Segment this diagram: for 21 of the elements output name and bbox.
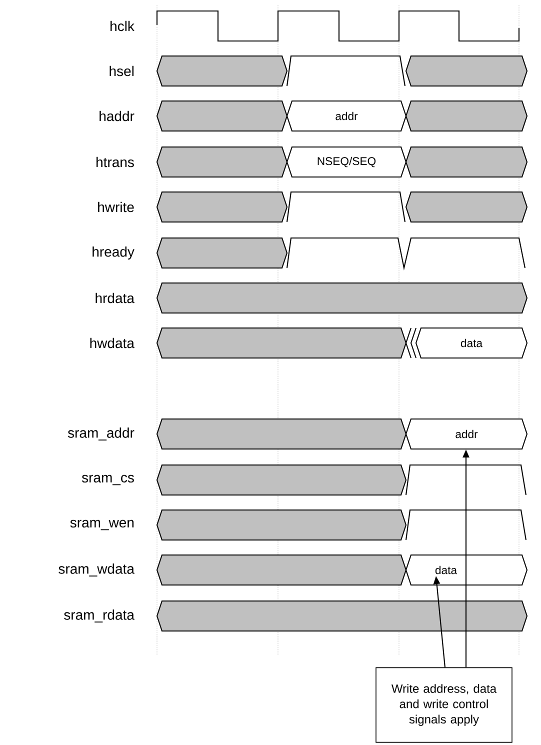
signal-name: sram_rdata [64, 610, 134, 622]
signal-name: hsel [110, 66, 134, 76]
node-label: addr [456, 430, 478, 438]
bus-segment: addr [405, 418, 528, 450]
bus-segment: data [415, 327, 528, 359]
signal-name: htrans [96, 156, 134, 168]
signal-name: hrdata [96, 292, 134, 304]
signal-name: sram_cs [82, 474, 134, 486]
signal-name: sram_addr [68, 428, 134, 440]
signal-name: hready [92, 246, 134, 260]
signal-name: hwrite [98, 202, 134, 212]
signal-name: haddr [100, 110, 134, 122]
signal-name: sram_wen [70, 520, 134, 530]
signal-name: hwdata [90, 338, 134, 348]
bus-segment: addr [286, 100, 407, 132]
signal-name: hclk [110, 20, 134, 32]
bus-value: data [435, 566, 458, 574]
signal-name: sram_wdata [58, 564, 134, 576]
callout-box: Write address, data and write control signals apply [376, 667, 512, 743]
bus-segment: NSEQ/SEQ [286, 146, 407, 178]
node-label: data [460, 338, 483, 348]
